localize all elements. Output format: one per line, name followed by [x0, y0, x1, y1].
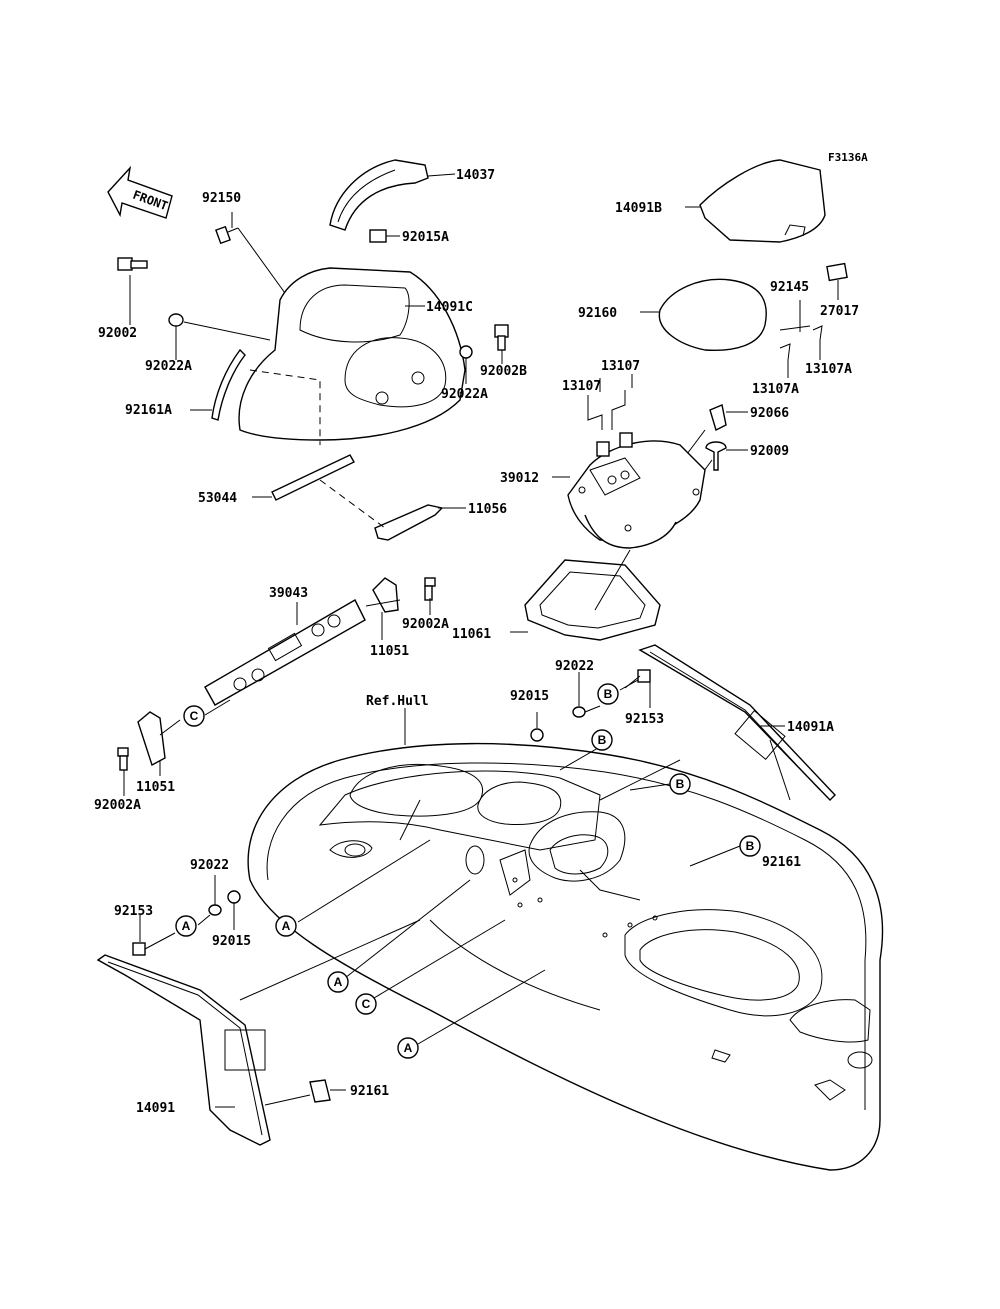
svg-text:B: B	[598, 733, 607, 747]
callout-b3: B	[669, 773, 691, 795]
svg-text:C: C	[190, 709, 199, 723]
ref-hull-label: Ref.Hull	[366, 694, 429, 709]
part-11061	[524, 559, 661, 641]
part-92022A-washer	[168, 313, 184, 327]
hull-outline	[247, 742, 884, 1171]
label-11051-top: 11051	[370, 644, 409, 659]
part-92015-top	[530, 728, 544, 742]
label-92022-bottom: 92022	[190, 858, 229, 873]
callout-a1: A	[175, 915, 197, 937]
label-92022-top: 92022	[555, 659, 594, 674]
svg-text:C: C	[362, 997, 371, 1011]
part-14091C	[238, 267, 466, 445]
label-92153-bottom: 92153	[114, 904, 153, 919]
svg-text:A: A	[334, 975, 343, 989]
part-92002A-bottom	[117, 747, 129, 771]
svg-text:B: B	[604, 687, 613, 701]
part-13107	[587, 395, 603, 430]
svg-text:B: B	[676, 777, 685, 791]
part-92009	[705, 441, 727, 471]
label-14091A: 14091A	[787, 720, 834, 735]
part-92150	[215, 225, 239, 245]
callout-b1: B	[597, 683, 619, 705]
part-92161-bottom	[309, 1079, 331, 1103]
part-11051-bottom	[137, 711, 166, 767]
label-92002A-bottom: 92002A	[94, 798, 141, 813]
callout-a3: A	[327, 971, 349, 993]
label-92161-right: 92161	[762, 855, 801, 870]
label-13107-b: 13107	[562, 379, 601, 394]
callout-b4: B	[739, 835, 761, 857]
label-39043: 39043	[269, 586, 308, 601]
part-14091B	[699, 159, 826, 243]
callout-b2: B	[591, 729, 613, 751]
label-13107A-right: 13107A	[805, 362, 852, 377]
part-39043	[204, 599, 366, 706]
part-13107-b	[611, 390, 626, 430]
label-11051-bottom: 11051	[136, 780, 175, 795]
label-92015A: 92015A	[402, 230, 449, 245]
part-27017	[826, 262, 848, 282]
front-arrow-icon: FRONT	[107, 165, 173, 219]
part-92022-bottom	[208, 904, 222, 916]
part-39012	[567, 432, 706, 549]
label-92015-top: 92015	[510, 689, 549, 704]
label-92161-bottom: 92161	[350, 1084, 389, 1099]
svg-text:A: A	[282, 919, 291, 933]
label-92002B: 92002B	[480, 364, 527, 379]
label-11056: 11056	[468, 502, 507, 517]
label-14091B: 14091B	[615, 201, 662, 216]
part-92002B	[494, 324, 509, 351]
label-92022A-right: 92022A	[441, 387, 488, 402]
label-92009: 92009	[750, 444, 789, 459]
part-92022-top	[572, 706, 586, 718]
callout-c-bottom: C	[355, 993, 377, 1015]
part-92002A-top	[424, 577, 436, 601]
part-92153-top	[624, 669, 651, 689]
label-92161A: 92161A	[125, 403, 172, 418]
label-92153-top: 92153	[625, 712, 664, 727]
part-14091A	[638, 644, 836, 801]
label-14091C: 14091C	[426, 300, 473, 315]
label-92160: 92160	[578, 306, 617, 321]
part-92022A-washer-right	[459, 345, 473, 359]
part-53044	[271, 454, 355, 501]
label-14091: 14091	[136, 1101, 175, 1116]
label-92015-bottom: 92015	[212, 934, 251, 949]
label-92066: 92066	[750, 406, 789, 421]
callout-a2: A	[275, 915, 297, 937]
part-13107A	[812, 325, 823, 341]
part-11056	[374, 504, 444, 541]
part-92015A	[369, 229, 387, 243]
part-92153-bottom	[132, 932, 176, 956]
label-39012: 39012	[500, 471, 539, 486]
label-92022A-left: 92022A	[145, 359, 192, 374]
part-92066	[709, 404, 727, 431]
label-27017: 27017	[820, 304, 859, 319]
label-13107A-left: 13107A	[752, 382, 799, 397]
part-14037	[329, 159, 429, 231]
label-53044: 53044	[198, 491, 237, 506]
svg-text:A: A	[182, 919, 191, 933]
label-11061: 11061	[452, 627, 491, 642]
label-14037: 14037	[456, 168, 495, 183]
part-14091	[96, 954, 271, 1146]
svg-text:A: A	[404, 1041, 413, 1055]
part-92160	[658, 278, 767, 352]
callout-a4: A	[397, 1037, 419, 1059]
label-13107-a: 13107	[601, 359, 640, 374]
label-92002: 92002	[98, 326, 137, 341]
label-92150: 92150	[202, 191, 241, 206]
part-11051-top	[372, 577, 399, 613]
svg-text:B: B	[746, 839, 755, 853]
part-92002	[117, 257, 148, 271]
part-92161A	[211, 348, 246, 421]
part-92015-bottom	[227, 890, 241, 904]
callout-c-top: C	[183, 705, 205, 727]
label-92145: 92145	[770, 280, 809, 295]
figure-code: F3136A	[828, 151, 868, 164]
label-92002A-top: 92002A	[402, 617, 449, 632]
